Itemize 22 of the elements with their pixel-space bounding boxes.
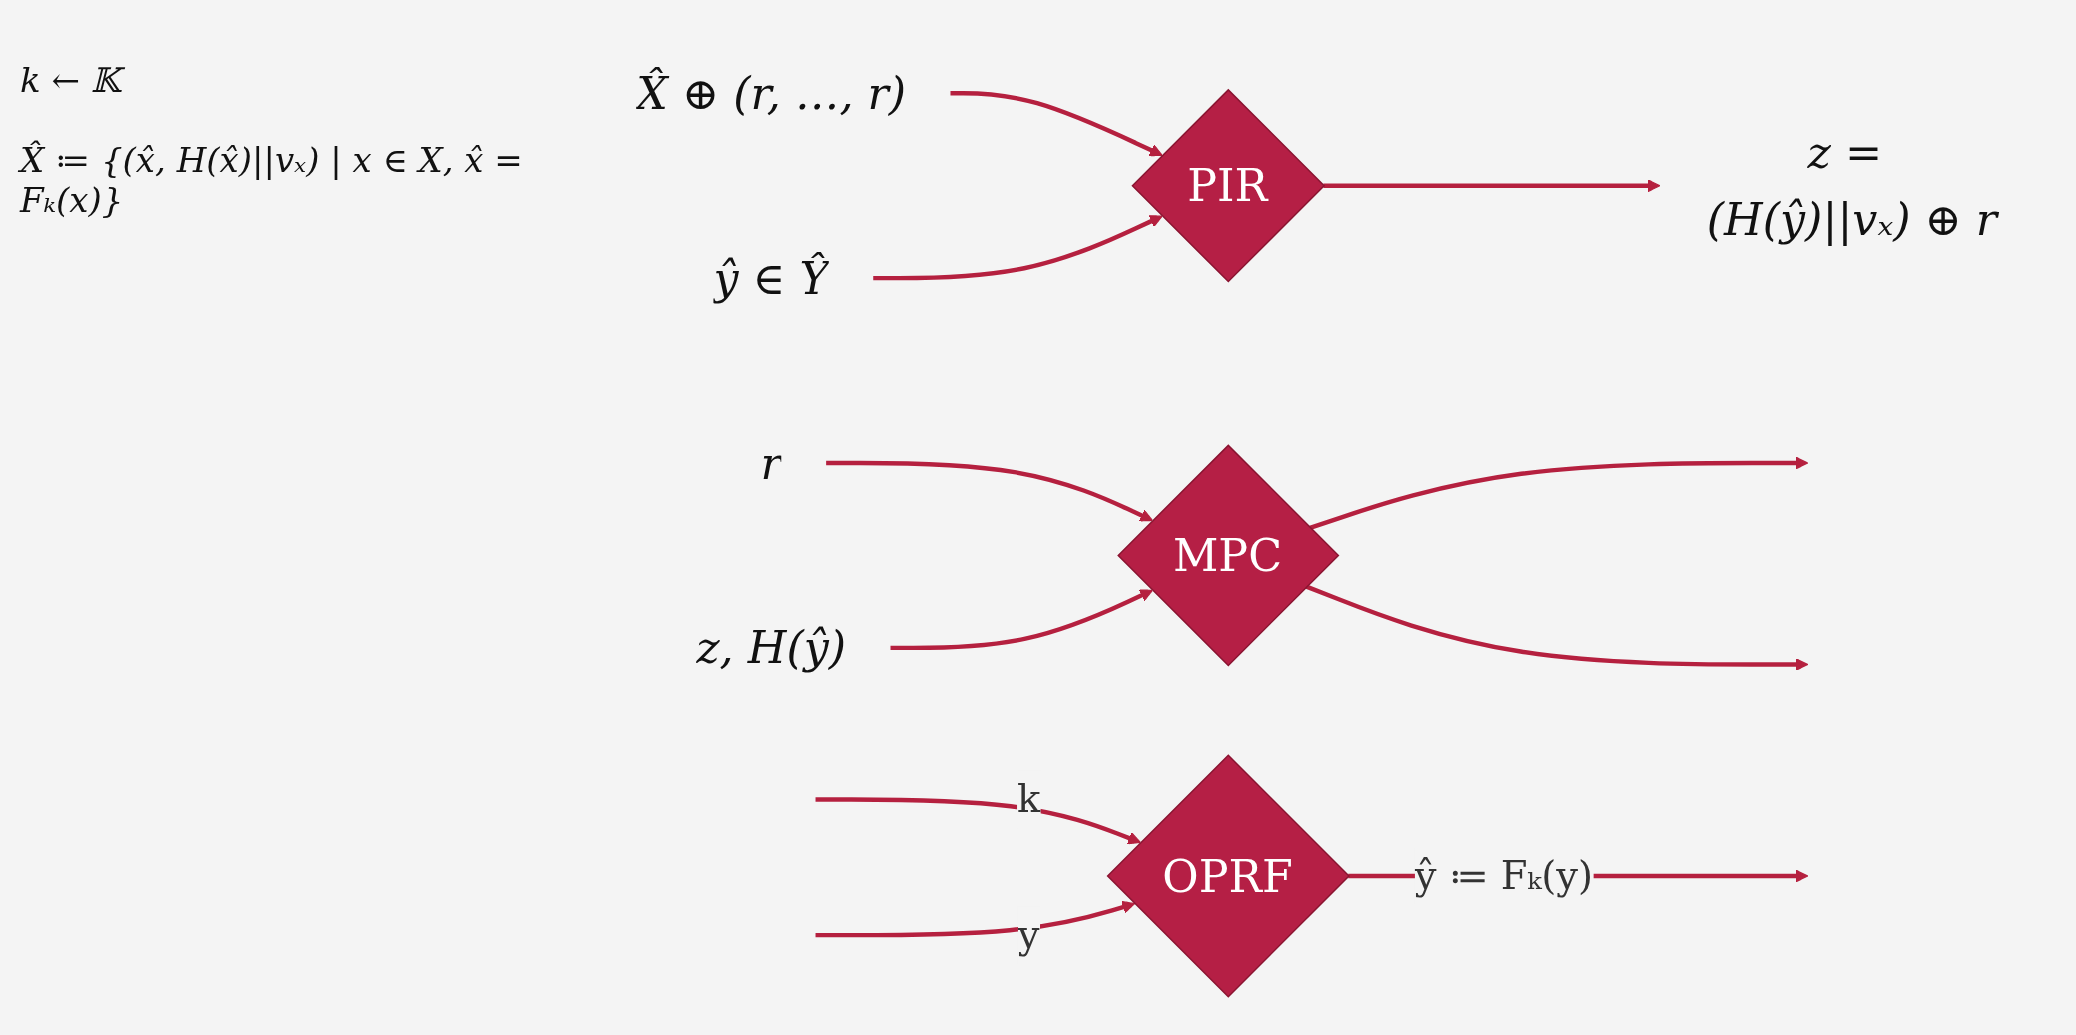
arrow xyxy=(890,589,1153,651)
arrow xyxy=(815,901,1136,938)
node-diamond: OPRF xyxy=(1106,754,1350,998)
math-note: k ← 𝕂 xyxy=(20,60,580,100)
node-text: z = (H(ŷ)||vₓ) ⊕ r xyxy=(1706,126,1998,246)
node-text: z, H(ŷ) xyxy=(696,622,847,674)
arrow xyxy=(1323,179,1661,193)
arrow xyxy=(950,91,1163,157)
math-note: X̂ ≔ {(x̂, H(x̂)||vₓ) | x ∈ X, x̂ = Fₖ(x)} xyxy=(20,140,524,220)
node-text: r xyxy=(760,437,782,490)
node-diamond: MPC xyxy=(1117,444,1340,667)
arrow xyxy=(826,461,1153,522)
edge-label: ŷ ≔ Fₖ(y) xyxy=(1414,853,1594,898)
edge-label: y xyxy=(1017,912,1040,957)
arrow xyxy=(873,215,1163,281)
arrow xyxy=(1309,456,1809,531)
node-text: X̂ ⊕ (r, …, r) xyxy=(636,67,907,120)
node-diamond: PIR xyxy=(1131,89,1326,283)
edge-label: k xyxy=(1017,776,1041,822)
arrow xyxy=(1305,584,1809,672)
arrow xyxy=(815,797,1141,845)
node-text: ŷ ∈ Ŷ xyxy=(713,252,829,305)
